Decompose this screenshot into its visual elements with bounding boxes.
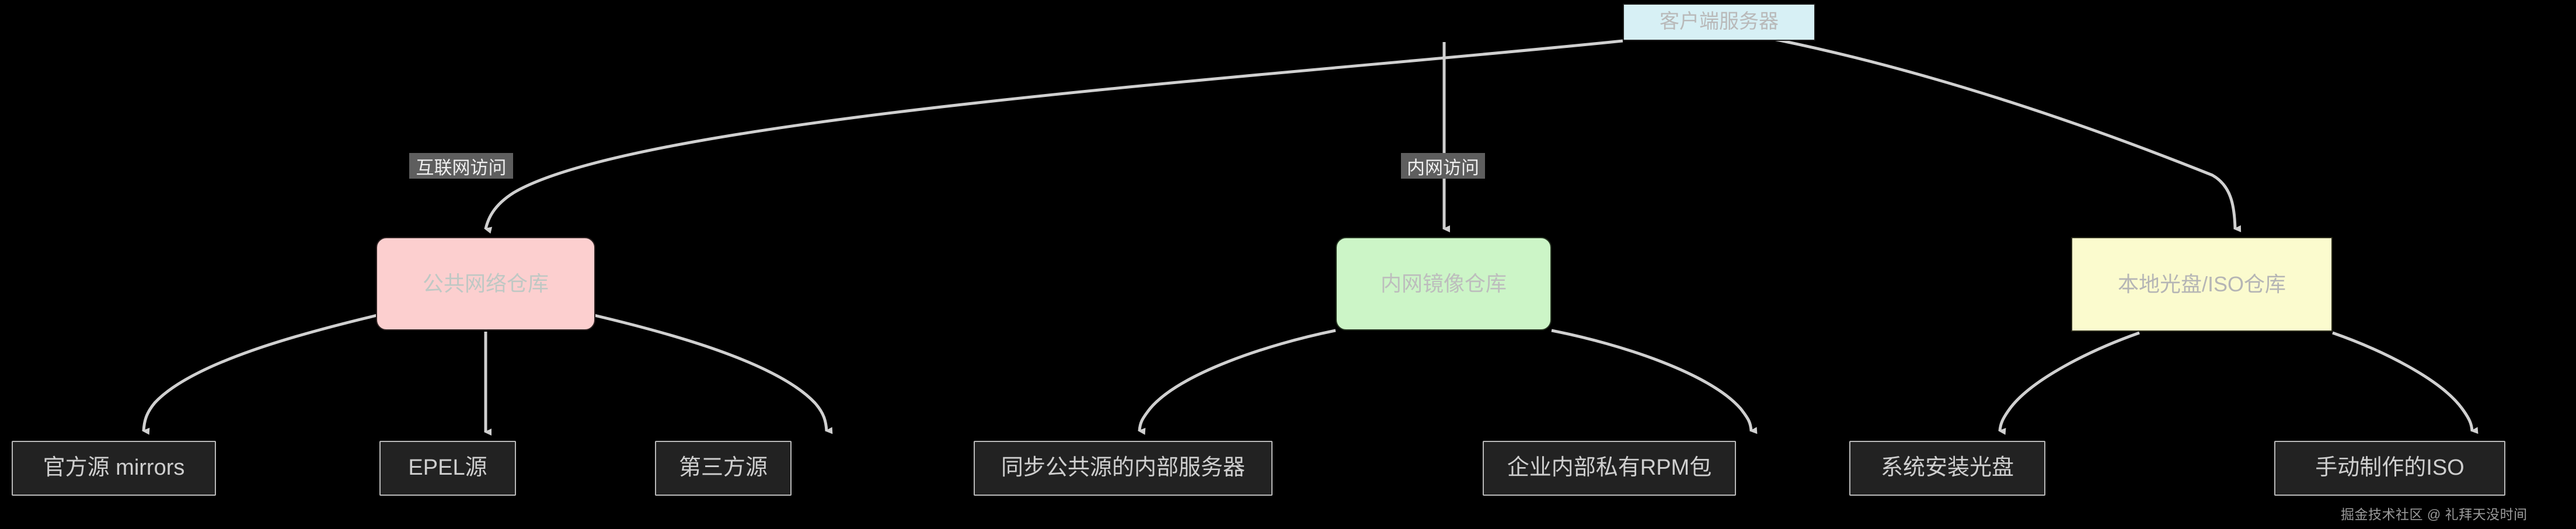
node-official-mirrors-label: 官方源 mirrors — [43, 455, 185, 481]
edge-iso-to-install-disc — [1998, 331, 2140, 435]
watermark: 掘金技术社区 @ 礼拜天没时间 — [2341, 503, 2528, 523]
node-install-disc[interactable]: 系统安装光盘 — [1849, 441, 2045, 496]
node-iso-repo[interactable]: 本地光盘/ISO仓库 — [2071, 237, 2333, 332]
node-manual-iso[interactable]: 手动制作的ISO — [2274, 441, 2505, 496]
edge-client-to-iso-repo — [1720, 27, 2242, 232]
node-epel-label: EPEL源 — [408, 455, 487, 481]
node-public-repo-label: 公共网络仓库 — [422, 272, 549, 296]
node-thirdparty[interactable]: 第三方源 — [655, 441, 792, 496]
node-intranet-repo[interactable]: 内网镜像仓库 — [1336, 237, 1552, 330]
node-public-repo[interactable]: 公共网络仓库 — [376, 237, 595, 330]
node-iso-repo-label: 本地光盘/ISO仓库 — [2117, 272, 2286, 297]
edge-public-to-thirdparty — [594, 314, 833, 434]
node-manual-iso-label: 手动制作的ISO — [2315, 455, 2465, 481]
node-client-server[interactable]: 客户端服务器 — [1623, 4, 1815, 41]
node-install-disc-label: 系统安装光盘 — [1880, 455, 2014, 481]
edge-label-internet-access: 互联网访问 — [409, 153, 513, 179]
node-intranet-repo-label: 内网镜像仓库 — [1380, 272, 1507, 296]
node-epel[interactable]: EPEL源 — [379, 441, 516, 496]
node-client-server-label: 客户端服务器 — [1660, 11, 1779, 33]
edge-iso-to-manual-iso — [2332, 331, 2479, 434]
watermark-text: 掘金技术社区 @ 礼拜天没时间 — [2341, 507, 2528, 522]
node-official-mirrors[interactable]: 官方源 mirrors — [12, 441, 216, 496]
edge-label-intranet-access: 内网访问 — [1401, 153, 1485, 179]
node-private-rpm[interactable]: 企业内部私有RPM包 — [1483, 441, 1736, 496]
edge-intranet-to-private-rpm — [1551, 329, 1758, 434]
node-private-rpm-label: 企业内部私有RPM包 — [1507, 455, 1712, 481]
edge-intranet-to-sync-server — [1138, 329, 1336, 435]
edge-public-to-mirrors — [142, 314, 378, 435]
edge-label-intranet-access-text: 内网访问 — [1407, 157, 1479, 178]
node-sync-server-label: 同步公共源的内部服务器 — [1001, 455, 1245, 481]
edge-label-internet-access-text: 互联网访问 — [416, 157, 507, 178]
edge-client-to-public-repo — [484, 39, 1623, 234]
node-thirdparty-label: 第三方源 — [678, 455, 768, 481]
node-sync-server[interactable]: 同步公共源的内部服务器 — [974, 441, 1273, 496]
